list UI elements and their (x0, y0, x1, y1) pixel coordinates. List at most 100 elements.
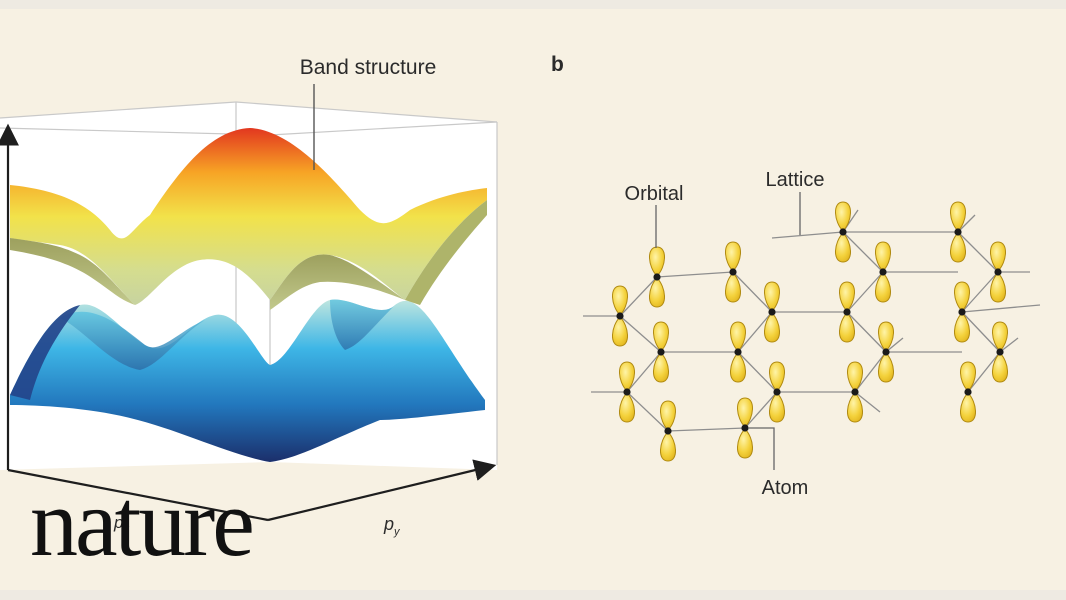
atom-dot (741, 424, 749, 432)
axis-px-label: px (113, 513, 129, 535)
atom-dot (616, 312, 624, 320)
orbital-lobe (769, 361, 785, 392)
orbital-lobe (839, 281, 855, 312)
orbital-lobe (990, 272, 1006, 303)
atom-dot (958, 308, 966, 316)
top-border-strip (0, 0, 1066, 9)
p-orbital (612, 285, 628, 347)
atom-group (616, 228, 1004, 435)
orbital-lobe (835, 201, 851, 232)
atom-dot (657, 348, 665, 356)
orbital-lobe (619, 392, 635, 423)
p-orbital (875, 241, 891, 303)
orbital-lobe (660, 431, 676, 462)
p-orbital (737, 397, 753, 459)
upper-band-surface (10, 128, 487, 310)
orbital-lobe (730, 352, 746, 383)
bottom-border-strip (0, 590, 1066, 600)
lattice-bond (626, 391, 669, 432)
p-orbital (992, 321, 1008, 383)
lattice-bond (619, 276, 658, 317)
lattice-bond (656, 271, 734, 278)
lattice-bond (961, 311, 1001, 353)
axis-arrows (0, 123, 497, 522)
orbital-lobe (725, 241, 741, 272)
orbital-lobe (612, 285, 628, 316)
p-orbital (990, 241, 1006, 303)
atom-dot (964, 388, 972, 396)
orbital-lobe (950, 232, 966, 263)
lattice-bond (737, 351, 778, 393)
atom-dot (734, 348, 742, 356)
atom-callout: Atom (748, 427, 809, 499)
atom-dot (843, 308, 851, 316)
lattice-bond (957, 214, 976, 233)
orbital-lobe (725, 272, 741, 303)
p-orbital (835, 201, 851, 263)
lattice-bond (999, 337, 1019, 353)
atom-dot (768, 308, 776, 316)
lattice-bond (961, 304, 1041, 313)
orbital-lobe (835, 232, 851, 263)
p-orbital (653, 321, 669, 383)
p-orbital (764, 281, 780, 343)
orbital-lobe (990, 241, 1006, 272)
panel-a-band-structure: Band structure px py (0, 56, 498, 538)
lattice-bond (846, 311, 887, 353)
p-orbital (878, 321, 894, 383)
atom-dot (954, 228, 962, 236)
orbital-lobe (954, 281, 970, 312)
orbital-lobe (764, 312, 780, 343)
p-orbital (960, 361, 976, 423)
orbital-lobe (992, 321, 1008, 352)
band-structure-callout: Band structure (300, 56, 437, 170)
orbital-label: Orbital (625, 183, 684, 205)
lattice-bond (854, 391, 881, 413)
orbital-group (612, 201, 1008, 462)
nature-logo-wordmark: nature (30, 469, 255, 576)
lattice-bond (957, 231, 999, 273)
lattice-bond (626, 351, 662, 393)
orbital-lobe (737, 397, 753, 428)
lattice-bond (842, 231, 884, 273)
orbital-lobe (612, 316, 628, 347)
lattice-bond (961, 271, 999, 313)
lattice-callout: Lattice (766, 169, 824, 235)
orbital-lobe (839, 312, 855, 343)
lattice-bond (744, 391, 778, 429)
orbital-lobe (737, 428, 753, 459)
orbital-lobe (649, 277, 665, 308)
orbital-lobe (649, 246, 665, 277)
atom-dot (839, 228, 847, 236)
panel-b-lattice: b Orbital Lattice Atom (551, 53, 1041, 499)
axis-py-label: py (383, 514, 401, 538)
orbital-lobe (847, 392, 863, 423)
orbital-lobe (619, 361, 635, 392)
p-orbital (954, 281, 970, 343)
lattice-bond (737, 311, 773, 353)
lattice-bond (885, 337, 904, 353)
p-orbital (839, 281, 855, 343)
lattice-bond (771, 231, 844, 239)
atom-dot (879, 268, 887, 276)
lattice-bond (846, 271, 884, 313)
orbital-lobe (875, 241, 891, 272)
orbital-lobe (950, 201, 966, 232)
atom-label: Atom (762, 477, 809, 499)
orbital-lobe (660, 400, 676, 431)
p-orbital (730, 321, 746, 383)
lattice-bond (619, 315, 662, 353)
atom-dot (851, 388, 859, 396)
p-orbital (769, 361, 785, 423)
atom-dot (994, 268, 1002, 276)
orbital-lobe (653, 352, 669, 383)
atom-dot (882, 348, 890, 356)
lower-band-surface (10, 299, 485, 462)
atom-dot (623, 388, 631, 396)
orbital-callout: Orbital (625, 183, 684, 248)
orbital-lobe (878, 352, 894, 383)
band-structure-label: Band structure (300, 56, 437, 79)
p-orbital (619, 361, 635, 423)
p-orbital (950, 201, 966, 263)
